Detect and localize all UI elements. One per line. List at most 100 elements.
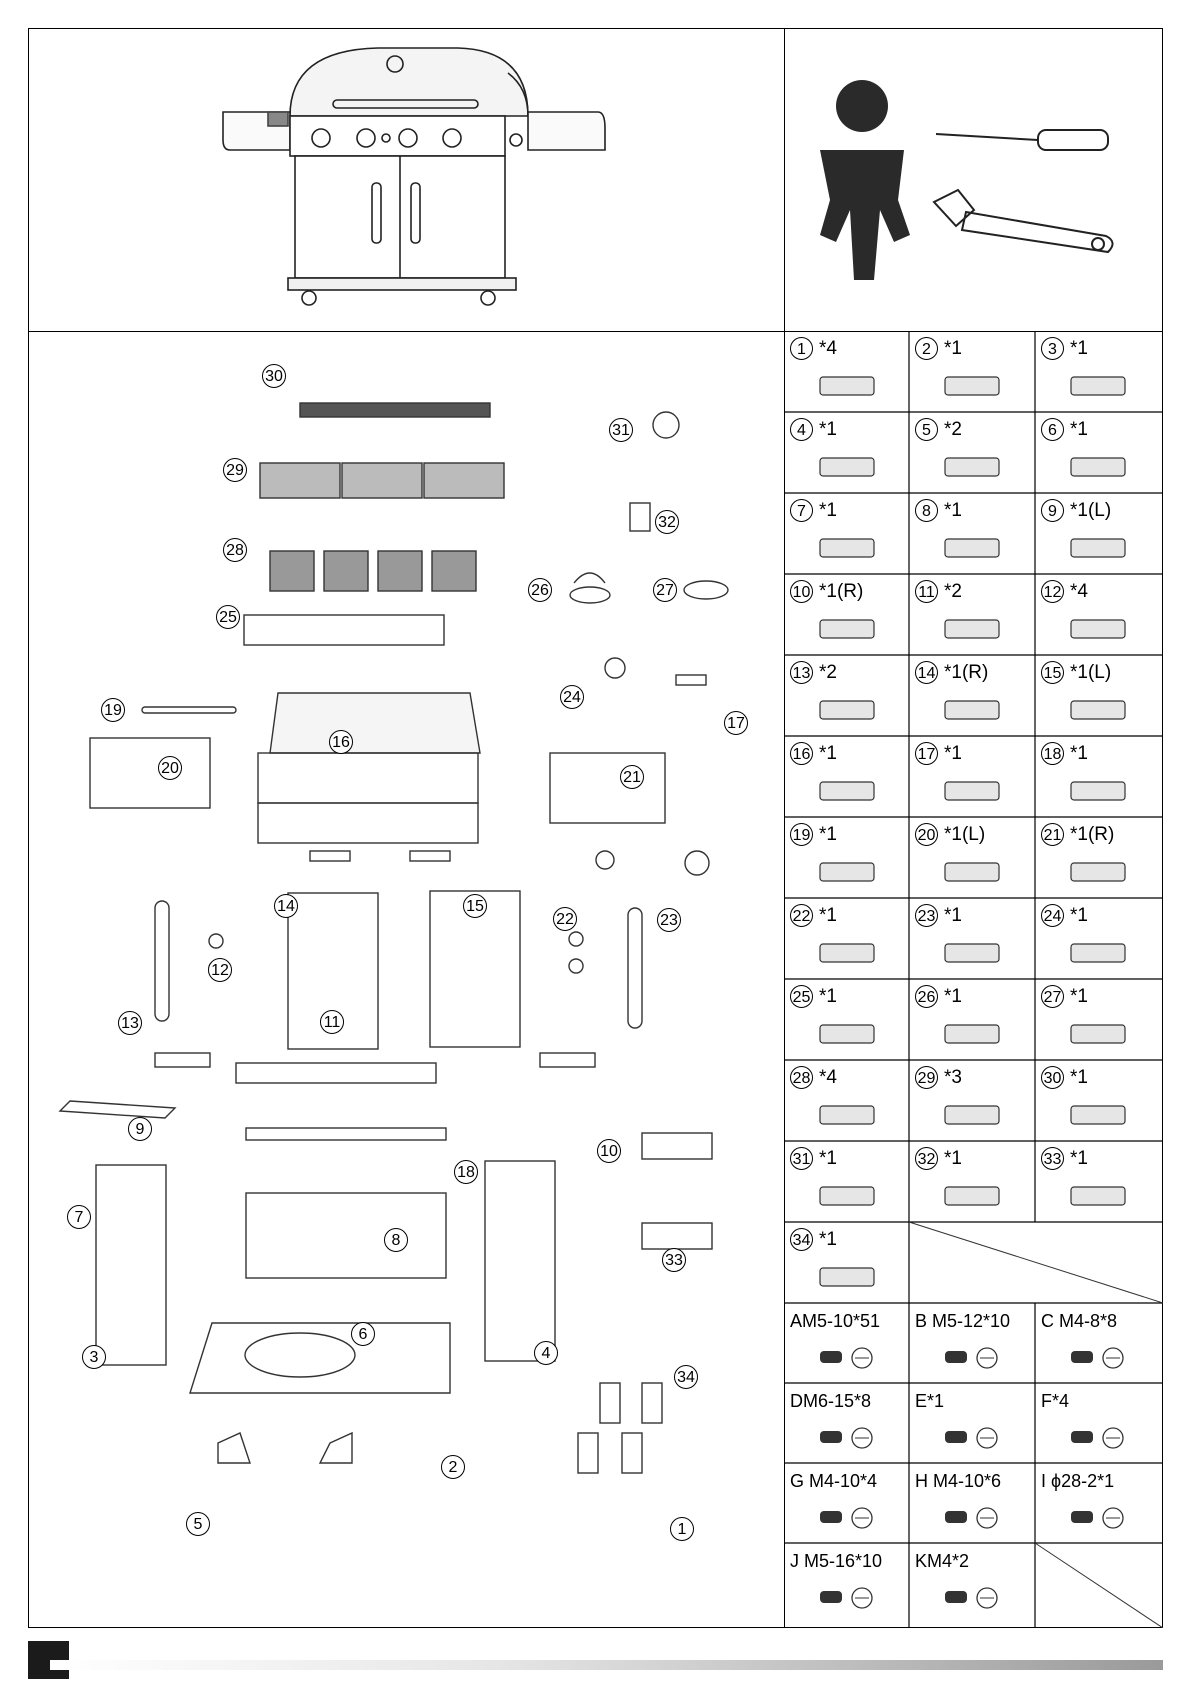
part-number: 19 [790, 823, 813, 846]
part-quantity: *1 [944, 904, 962, 926]
part-number: 22 [790, 904, 813, 927]
part-label: 5*2 [915, 418, 962, 441]
callout-1: 1 [670, 1517, 694, 1541]
hardware-label: AM5-10*51 [790, 1311, 881, 1331]
part-label: 6*1 [1041, 418, 1088, 441]
part-number: 5 [915, 418, 938, 441]
part-cell-8: 8 *1 [909, 493, 1035, 574]
hardware-cell: DM6-15*8 [784, 1383, 909, 1463]
part-cell-12: 12*4 [1035, 574, 1161, 655]
part-number: 21 [1041, 823, 1064, 846]
part-number: 29 [915, 1066, 938, 1089]
part-number: 15 [1041, 661, 1064, 684]
part-quantity: *1 [1070, 1147, 1088, 1169]
part-label: 9*1(L) [1041, 499, 1111, 522]
part-cell-32: 32*1 [909, 1141, 1035, 1222]
callout-19: 19 [101, 698, 125, 722]
knob-icon [1063, 612, 1133, 646]
callout-21: 21 [620, 765, 644, 789]
back-panel-icon [1063, 450, 1133, 484]
bar-icon [1063, 774, 1133, 808]
part-cell-28: 28*4 [784, 1060, 909, 1141]
handle-icon [812, 693, 882, 727]
screw-icon [814, 1423, 884, 1453]
hardware-label: H M4-10*6 [915, 1471, 1002, 1491]
callout-33: 33 [662, 1248, 686, 1272]
caster-wheel-icon [812, 369, 882, 403]
part-quantity: *1(L) [1070, 661, 1112, 683]
callout-17: 17 [724, 711, 748, 735]
callout-5: 5 [186, 1512, 210, 1536]
part-cell-10: 10*1(R) [784, 574, 909, 655]
callout-27: 27 [653, 578, 677, 602]
part-quantity: *1 [1070, 337, 1088, 359]
callout-15: 15 [463, 894, 487, 918]
part-label: 1 *4 [790, 337, 837, 360]
part-cell-4: 4*1 [784, 412, 909, 493]
part-quantity: *1 [944, 1147, 962, 1169]
part-number: 4 [790, 418, 813, 441]
part-label: 24*1 [1041, 904, 1088, 927]
part-label: 8 *1 [915, 499, 962, 522]
part-label: 27 *1 [1041, 985, 1088, 1008]
part-number: 31 [790, 1147, 813, 1170]
part-label: 2*1 [915, 337, 962, 360]
callout-20: 20 [158, 756, 182, 780]
knob-icon [937, 936, 1007, 970]
exploded-view-diagram: 30 31 29 32 28 26 27 25 19 24 17 16 20 2… [30, 333, 782, 1626]
part-number: 20 [915, 823, 938, 846]
part-number: 17 [915, 742, 938, 765]
hardware-cell: E*1 [909, 1383, 1035, 1463]
hardware-label: KM4*2 [915, 1551, 970, 1571]
part-label: 29*3 [915, 1066, 962, 1089]
part-cell-2: 2*1 [909, 331, 1035, 412]
cup-holder-icon [937, 1017, 1007, 1051]
side-burner-shelf-icon [1063, 855, 1133, 889]
part-label: 4*1 [790, 418, 837, 441]
person-icon [820, 80, 910, 280]
screwdriver-icon [935, 129, 1109, 151]
part-cell-5: 5*2 [909, 412, 1035, 493]
part-cell-34: 34*1 [784, 1222, 909, 1303]
callout-29: 29 [223, 458, 247, 482]
hardware-cell: B M5-12*10 [909, 1303, 1035, 1383]
part-quantity: *1 [819, 985, 837, 1007]
part-quantity: *4 [819, 337, 837, 359]
part-cell-6: 6*1 [1035, 412, 1161, 493]
door-icon [937, 612, 1007, 646]
hardware-label: E*1 [915, 1391, 945, 1411]
part-cell-18: 18*1 [1035, 736, 1161, 817]
hardware-cell: AM5-10*51 [784, 1303, 909, 1383]
part-quantity: *1 [944, 499, 962, 521]
part-label: 7*1 [790, 499, 837, 522]
part-number: 27 [1041, 985, 1064, 1008]
knob-bezel-icon [812, 936, 882, 970]
part-quantity: *1 [1070, 742, 1088, 764]
part-number: 11 [915, 580, 938, 603]
callout-32: 32 [655, 510, 679, 534]
hardware-cell: KM4*2 [909, 1543, 1035, 1623]
part-quantity: *1 [1070, 985, 1088, 1007]
callout-24: 24 [560, 685, 584, 709]
part-number: 14 [915, 661, 938, 684]
hardware-label: F*4 [1041, 1391, 1070, 1411]
callout-30: 30 [262, 364, 286, 388]
adjustable-wrench-icon [932, 188, 1114, 254]
part-number: 8 [915, 499, 938, 522]
side-panel-icon [812, 450, 882, 484]
magnet-catch-icon [939, 1423, 1009, 1453]
part-label: 19*1 [790, 823, 837, 846]
part-number: 33 [1041, 1147, 1064, 1170]
part-cell-9: 9*1(L) [1035, 493, 1161, 574]
part-label: 25*1 [790, 985, 837, 1008]
part-quantity: *4 [1070, 580, 1088, 602]
footer-gradient-bar [50, 1660, 1163, 1670]
part-number: 1 [790, 337, 813, 360]
part-label: 23*1 [915, 904, 962, 927]
tank-bracket-icon [1063, 1179, 1133, 1213]
callout-2: 2 [441, 1455, 465, 1479]
burner-icon [1063, 936, 1133, 970]
tools-required-illustration [786, 30, 1161, 330]
part-number: 30 [1041, 1066, 1064, 1089]
